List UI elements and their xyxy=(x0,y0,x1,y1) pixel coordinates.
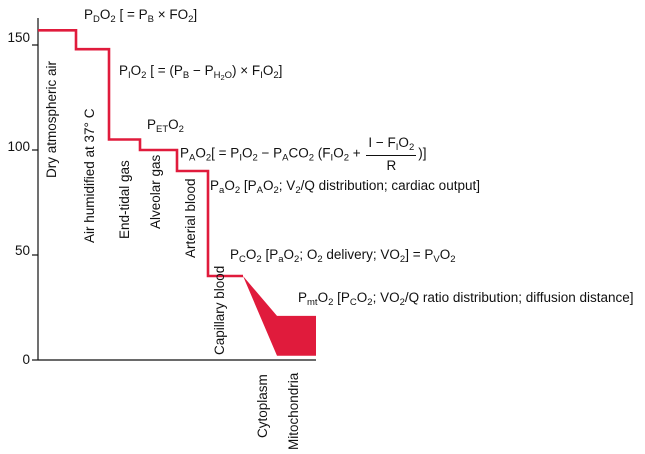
pdo2-equation: PDO2 [ = PB × FO2] xyxy=(84,7,198,25)
stage-label-end-tidal-gas: End-tidal gas xyxy=(117,160,132,239)
stage-label-dry-atmospheric-air: Dry atmospheric air xyxy=(44,60,59,178)
pao2-arterial-equation: PaO2 [PAO2; V2/Q distribution; cardiac o… xyxy=(210,178,480,196)
y-tick-label-100: 100 xyxy=(7,139,30,154)
y-tick-label-50: 50 xyxy=(14,243,30,258)
peto2-label: PETO2 xyxy=(147,117,184,135)
stage-label-air-humidified: Air humidified at 37° C xyxy=(82,108,97,243)
stage-label-mitochondria: Mitochondria xyxy=(286,372,301,450)
stage-label-arterial-blood: Arterial blood xyxy=(183,178,198,258)
y-tick-label-150: 150 xyxy=(7,30,30,45)
stage-label-cytoplasm: Cytoplasm xyxy=(255,374,270,438)
y-axis-ticks xyxy=(32,44,38,361)
pio2-equation: PIO2 [ = (PB − PH2O) × FIO2] xyxy=(119,63,283,82)
y-tick-label-0: 0 xyxy=(22,352,30,367)
stage-label-alveolar-gas: Alveolar gas xyxy=(148,154,163,229)
pmto2-equation: PmtO2 [PCO2; VO2/Q ratio distribution; d… xyxy=(298,290,634,308)
oxygen-cascade-step-line xyxy=(38,28,243,278)
mitochondria-range-fill xyxy=(243,276,316,356)
pco2-equation: PCO2 [PaO2; O2 delivery; VO2] = PVO2 xyxy=(230,247,456,265)
stage-label-capillary-blood: Capillary blood xyxy=(212,265,227,355)
